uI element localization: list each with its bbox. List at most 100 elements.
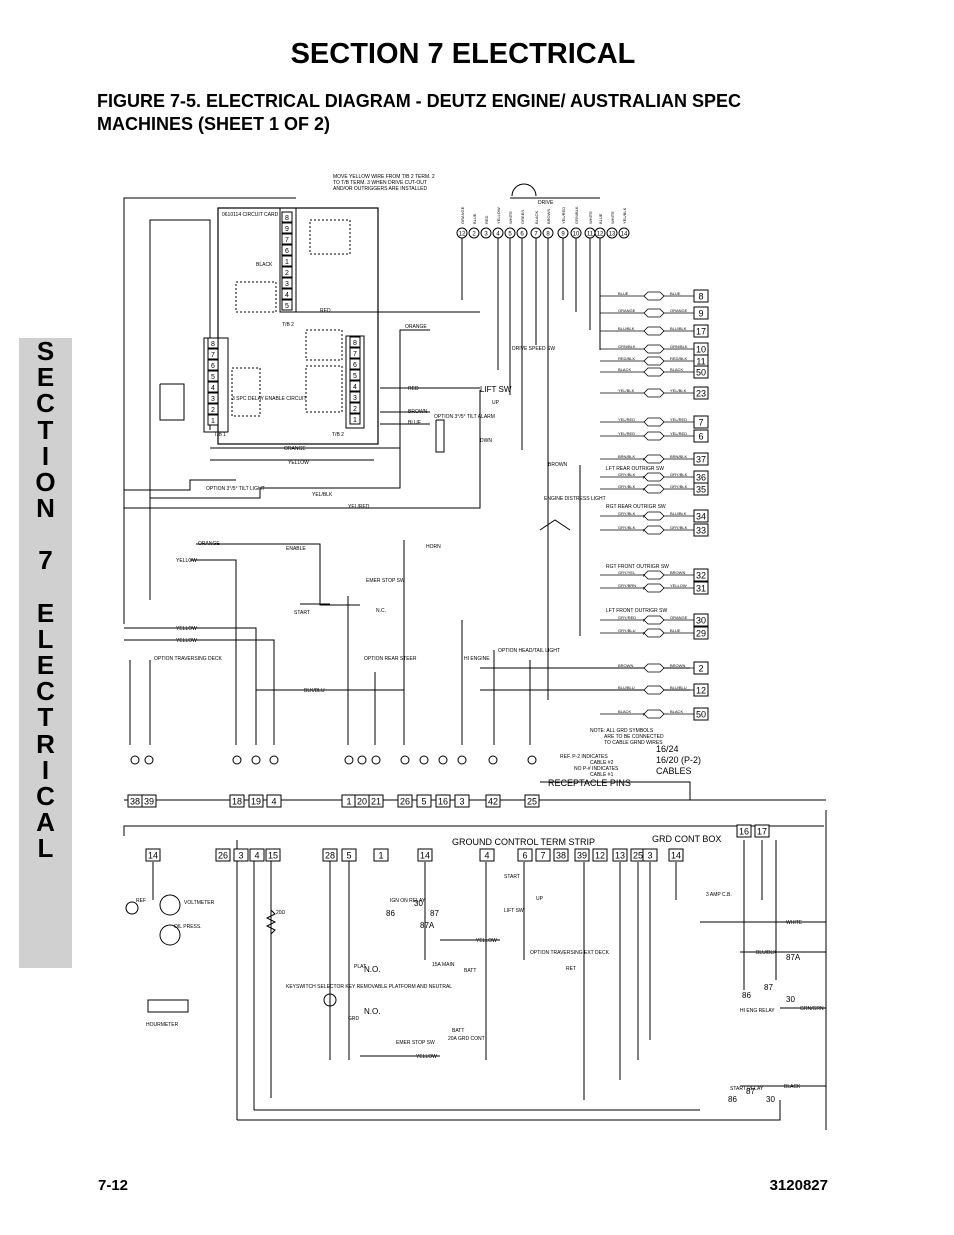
right-terminal-box: [693, 482, 709, 496]
right-connector: [643, 344, 665, 354]
label-no-1: N.O.: [364, 965, 380, 974]
resistor-20: [265, 909, 277, 935]
top-pin: [480, 227, 492, 239]
tb3-terminal: [349, 380, 361, 392]
label-up-2: UP: [536, 896, 544, 902]
tb3-terminal: [349, 391, 361, 403]
right-connector: [643, 308, 665, 318]
label-ret: RET: [566, 966, 576, 972]
right-terminal-number: 11: [696, 357, 705, 367]
tb2-terminal-number: 7: [285, 237, 289, 244]
note-move-wire-2: TO T/B TERM. 3 WHEN DRIVE CUT-OUT: [333, 180, 427, 186]
label-nc: N.C.: [376, 608, 386, 614]
label-orange-2: ORANGE: [284, 446, 306, 452]
receptacle-number: 18: [232, 797, 242, 807]
tb2-terminal-number: 9: [285, 226, 289, 233]
receptacle-number: 4: [271, 797, 276, 807]
top-pin: [606, 227, 618, 239]
relay-box-3: [309, 219, 351, 255]
right-wire-left-label: YEL/RED: [618, 431, 635, 436]
label-start: START: [294, 610, 310, 616]
label-hi-30: 30: [786, 995, 795, 1004]
tb1-terminal: [207, 392, 219, 404]
label-grd-box: GRD CONT BOX: [652, 834, 721, 844]
receptacle-pin: [527, 755, 537, 765]
tb2-terminal-number: 3: [285, 281, 289, 288]
top-pin: [492, 227, 504, 239]
top-pin-number: 4: [496, 232, 500, 238]
tb1-terminal: [207, 348, 219, 360]
tb1-terminal: [207, 414, 219, 426]
diode-module: [159, 383, 185, 421]
tb3-terminal: [349, 336, 361, 348]
lower-terminal-number: 25: [633, 851, 643, 861]
label-orange: ORANGE: [405, 324, 427, 330]
lower-terminal-box: [612, 848, 628, 862]
label-oil-press: OIL PRESS.: [174, 924, 202, 930]
lower-terminal-box: [233, 848, 249, 862]
tb1-terminal: [207, 370, 219, 382]
right-terminal-box: [693, 683, 709, 697]
right-connector: [643, 472, 665, 482]
label-brown: BROWN: [408, 409, 428, 415]
label-hi-engine: HI ENGINE: [464, 656, 490, 662]
lower-terminal-number: 3: [238, 851, 243, 861]
right-wire-left-label: GRY/BLU: [618, 628, 636, 633]
side-tab-letter: L: [37, 623, 54, 654]
receptacle-box: [229, 794, 245, 808]
lower-terminal-number: 5: [346, 851, 351, 861]
relay-box-1: [305, 329, 343, 361]
receptacle-pin: [344, 755, 354, 765]
document-number: 3120827: [769, 1177, 828, 1194]
right-terminal-number: 8: [698, 292, 703, 302]
wire-yellow-b: [190, 627, 257, 745]
top-wire-label: RED: [484, 215, 489, 224]
label-blu-blk: BLU/BLK: [756, 950, 777, 956]
label-hi-eng-relay: HI ENG RELAY: [740, 1008, 775, 1014]
lower-terminal-number: 7: [540, 851, 545, 861]
lower-terminal-number: 28: [325, 851, 335, 861]
right-terminal-number: 23: [696, 389, 706, 399]
right-terminal-box: [693, 509, 709, 523]
label-option-trav: OPTION TRAVERSING EXT DECK: [530, 950, 610, 956]
lower-terminal-number: 6: [522, 851, 527, 861]
label-white: WHITE: [786, 920, 803, 926]
right-terminal-box: [693, 386, 709, 400]
right-connector: [643, 570, 665, 580]
right-wire-left-label: GRY/RED: [618, 615, 636, 620]
top-pin-number: 6: [520, 232, 524, 238]
label-ref: REF: [136, 898, 146, 904]
tb3-terminal-number: 4: [353, 384, 357, 391]
oil-press-gauge: [159, 924, 181, 946]
label-circuit-card: 0610114 CIRCUIT CARD: [222, 212, 279, 218]
label-hi-86: 86: [742, 991, 751, 1000]
receptacle-box: [368, 794, 384, 808]
lower-terminal-box: [341, 848, 357, 862]
lower-terminal-box: [265, 848, 281, 862]
receptacle-box: [416, 794, 432, 808]
lower-terminal-number: 13: [615, 851, 625, 861]
label-head-tail: OPTION HEAD/TAIL LIGHT: [498, 648, 560, 654]
receptacle-number: 3: [459, 797, 464, 807]
tb1-terminal: [207, 337, 219, 349]
side-tab-letter: S: [36, 336, 55, 366]
receptacle-number: 19: [251, 797, 261, 807]
note-line-2: ARE TO BE CONNECTED: [604, 734, 664, 740]
receptacle-number: 38: [130, 797, 140, 807]
label-start-86: 86: [728, 1095, 737, 1104]
top-pin-row: 12ORANGE2BLUE3RED4YELLOW5WHITE6GREEN7BLA…: [456, 206, 630, 239]
receptacle-number: 42: [488, 797, 498, 807]
right-wire-left-label: BROWN: [618, 663, 633, 668]
side-tab-letter: E: [36, 597, 55, 628]
top-pin-number: 10: [573, 232, 580, 238]
lower-terminal-box: [668, 848, 684, 862]
right-wire-right-label: ORANGE: [670, 308, 688, 313]
lower-terminal-box: [574, 848, 590, 862]
label-relay-87: 87: [430, 909, 439, 918]
right-wire-right-label: BLUE: [670, 291, 681, 296]
side-tab-letter: C: [36, 676, 55, 707]
right-terminal-number: 12: [696, 686, 706, 696]
label-yel-red: YEL/RED: [348, 504, 370, 510]
label-lft-rear: LFT REAR OUTRIGR SW: [606, 466, 664, 472]
